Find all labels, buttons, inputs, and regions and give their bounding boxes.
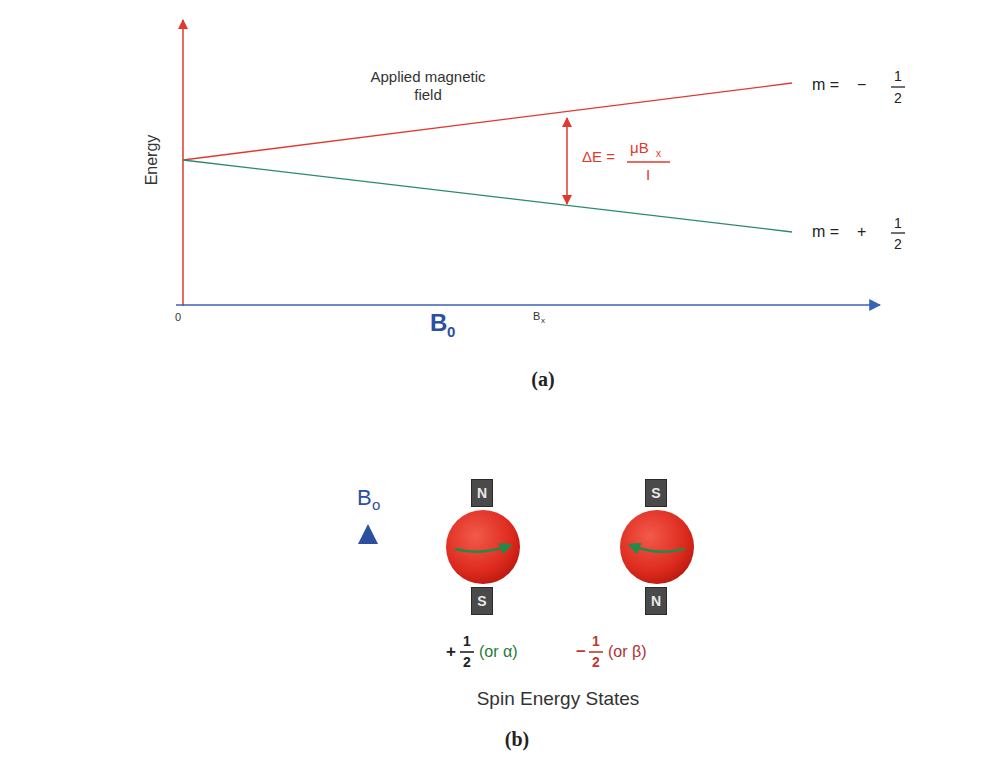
- sign: +: [446, 643, 456, 660]
- axis-label: B: [430, 311, 447, 335]
- quantum-label: m =: [812, 77, 839, 93]
- field-label: B: [357, 487, 372, 509]
- subscript: 0: [447, 324, 455, 339]
- formula: ΔE =: [582, 149, 615, 164]
- magnet-pole-box: S: [645, 479, 667, 507]
- subscript: o: [372, 497, 380, 512]
- field-arrow: [366, 528, 371, 686]
- subscript: x: [541, 317, 545, 325]
- numerator: 1: [592, 634, 600, 648]
- spin-spheres: [446, 510, 694, 584]
- quantum-label: m =: [812, 224, 839, 240]
- formula: μB: [630, 140, 649, 155]
- caption-label: Spin Energy States: [477, 689, 640, 708]
- lower-level: [183, 160, 792, 232]
- pole-letter: S: [651, 486, 660, 500]
- axes: [176, 20, 880, 306]
- spin-name: (or α): [479, 644, 518, 660]
- pole-letter: N: [651, 594, 661, 608]
- sign: −: [576, 643, 586, 660]
- denominator: 2: [894, 91, 902, 105]
- fraction-bars: [460, 87, 905, 652]
- field-label: Applied magnetic field: [368, 68, 488, 104]
- numerator: 1: [894, 69, 902, 83]
- magnet-pole-box: S: [471, 587, 493, 615]
- numerator: 1: [894, 216, 902, 230]
- spin-name: (or β): [608, 644, 647, 660]
- formula: I: [646, 167, 650, 182]
- upper-level: [183, 83, 792, 160]
- axis-tick-label: B: [533, 311, 540, 322]
- pole-letter: S: [477, 594, 486, 608]
- subscript: x: [656, 149, 661, 159]
- denominator: 2: [463, 655, 471, 669]
- origin-label: 0: [175, 312, 181, 323]
- panel-label: (a): [531, 369, 554, 389]
- sign: −: [857, 77, 866, 93]
- magnet-pole-box: N: [645, 587, 667, 615]
- numerator: 1: [463, 634, 471, 648]
- panel-label: (b): [505, 729, 529, 749]
- denominator: 2: [894, 237, 902, 251]
- pole-letter: N: [477, 486, 487, 500]
- sign: +: [857, 224, 866, 240]
- magnet-pole-box: N: [471, 479, 493, 507]
- axis-label: Energy: [144, 135, 160, 186]
- delta-e-arrow: [566, 118, 568, 204]
- denominator: 2: [592, 655, 600, 669]
